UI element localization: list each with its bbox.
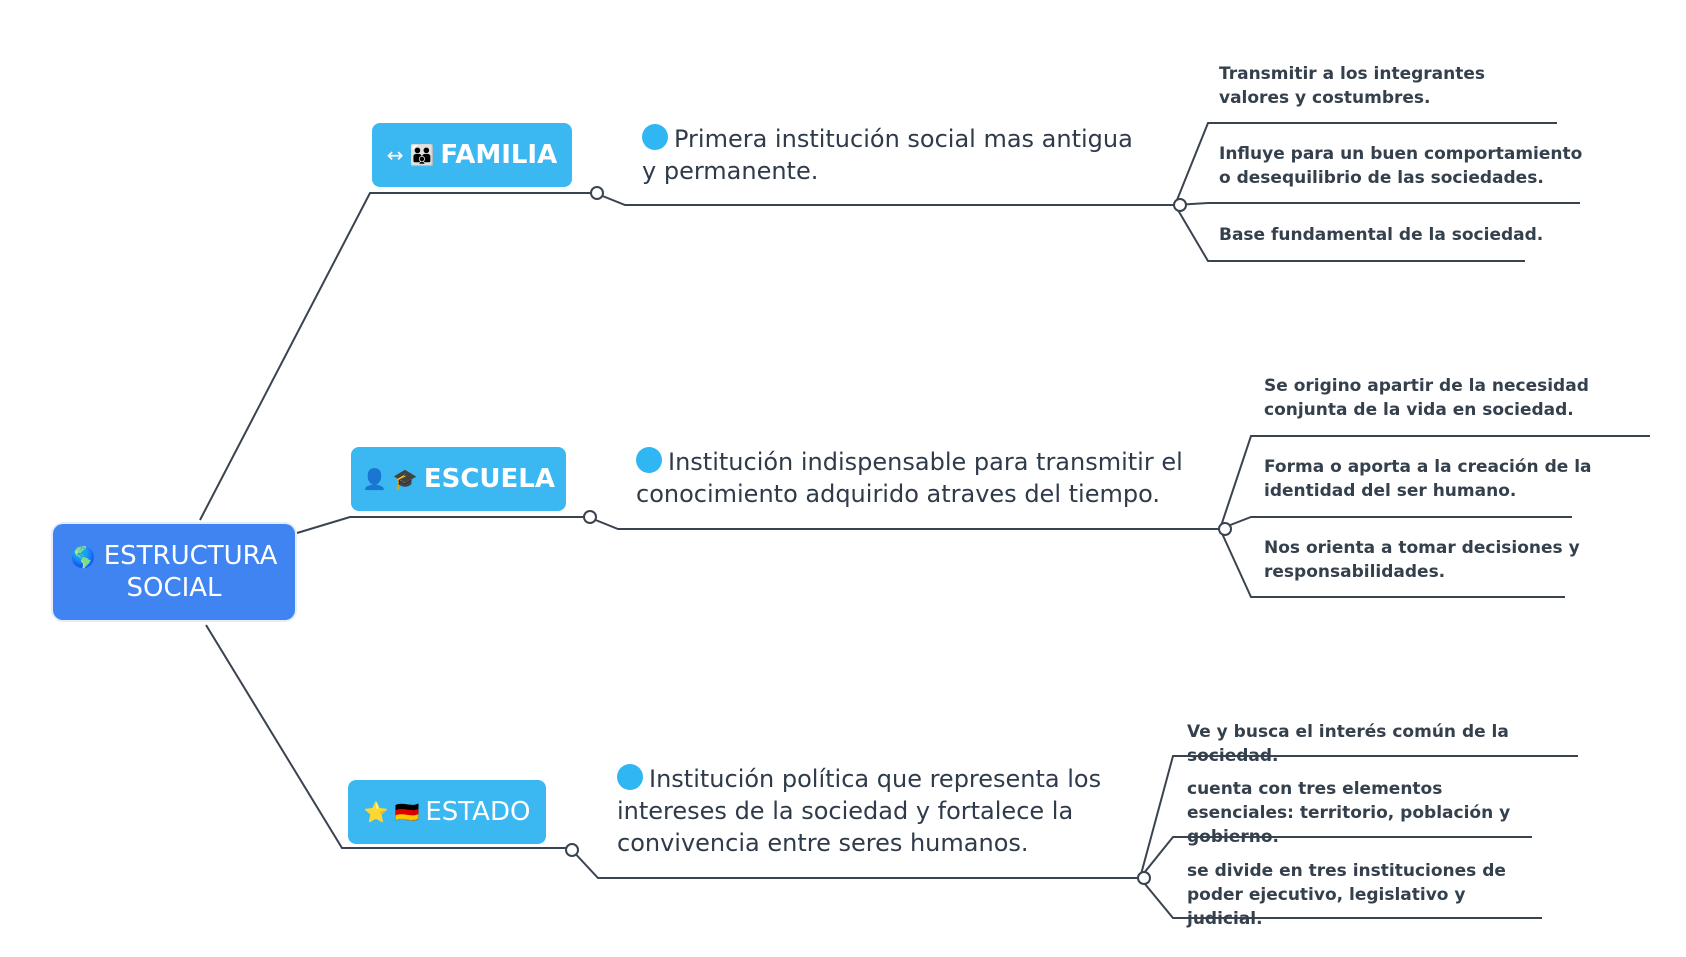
- leaf-topic[interactable]: Transmitir a los integrantes valores y c…: [1219, 64, 1486, 108]
- leaf-topic[interactable]: se divide en tres instituciones de poder…: [1187, 861, 1506, 929]
- branch-description[interactable]: Institución indispensable para transmiti…: [636, 446, 1196, 510]
- leaf-topic[interactable]: Base fundamental de la sociedad.: [1219, 225, 1544, 245]
- branch-escuela[interactable]: 👤 🎓 ESCUELA: [351, 447, 566, 511]
- globe-icon: 🌎: [70, 545, 96, 569]
- bullet-dot-icon: [617, 764, 643, 790]
- branch-label: ESTADO: [425, 797, 531, 827]
- branch-estado[interactable]: ⭐ 🇩🇪 ESTADO: [348, 780, 546, 844]
- arrows-icon: ↔: [386, 143, 404, 167]
- description-text: Institución política que representa los …: [617, 765, 1102, 857]
- person-icon: 👤: [362, 467, 387, 491]
- leaf-topic[interactable]: Influye para un buen comportamiento o de…: [1219, 144, 1583, 188]
- root-label: ESTRUCTURA SOCIAL: [103, 541, 278, 603]
- leaf-topic[interactable]: cuenta con tres elementos esenciales: te…: [1187, 779, 1511, 847]
- description-text: Primera institución social mas antigua y…: [642, 125, 1133, 185]
- branch-label: ESCUELA: [423, 464, 555, 494]
- leaf-topic[interactable]: Se origino apartir de la necesidad conju…: [1264, 376, 1589, 420]
- branch-description[interactable]: Institución política que representa los …: [617, 763, 1137, 859]
- leaf-topic[interactable]: Nos orienta a tomar decisiones y respons…: [1264, 538, 1580, 582]
- root-node[interactable]: 🌎 ESTRUCTURA SOCIAL: [53, 524, 295, 620]
- graduation-cap-icon: 🎓: [392, 467, 418, 491]
- leaf-topic[interactable]: Forma o aporta a la creación de la ident…: [1264, 457, 1592, 501]
- branch-label: FAMILIA: [440, 140, 558, 170]
- flag-icon: 🇩🇪: [394, 800, 420, 824]
- family-icon: 👪: [409, 143, 435, 167]
- description-text: Institución indispensable para transmiti…: [636, 448, 1183, 508]
- branch-familia[interactable]: ↔ 👪 FAMILIA: [372, 123, 572, 187]
- branch-description[interactable]: Primera institución social mas antigua y…: [642, 123, 1152, 187]
- bullet-dot-icon: [636, 447, 662, 473]
- bullet-dot-icon: [642, 124, 668, 150]
- leaf-topic[interactable]: Ve y busca el interés común de la socied…: [1187, 722, 1509, 766]
- star-icon: ⭐: [363, 800, 389, 824]
